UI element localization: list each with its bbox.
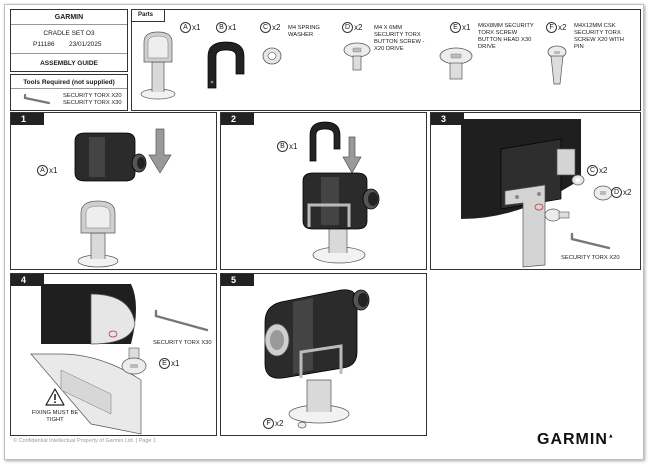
tools-block: Tools Required (not supplied) SECURITY T… — [10, 74, 128, 111]
product-name: CRADLE SET O3 — [43, 30, 95, 37]
allen-key-icon — [23, 93, 51, 105]
part-f-qty: x2 — [558, 23, 567, 32]
step-4-tool-note: SECURITY TORX X30 — [153, 340, 212, 346]
step-4-callout-letter: E — [159, 358, 170, 369]
tools-heading: Tools Required (not supplied) — [23, 79, 115, 86]
step-1-callout-qty: x1 — [49, 166, 58, 175]
allen-key-icon — [154, 309, 209, 332]
step-4-screw-illustration — [121, 347, 147, 375]
step-3-callout-d: D x2 — [611, 187, 631, 198]
part-e-desc: M6X8MM SECURITY TORX SCREW BUTTON HEAD X… — [478, 23, 534, 50]
part-e-button-screw-illustration — [439, 47, 473, 80]
parts-heading: Parts — [138, 12, 154, 18]
step-4-number: 4 — [11, 274, 44, 286]
step-3-washer-illustration — [571, 174, 585, 186]
step-3-callout-d-qty: x2 — [623, 188, 632, 197]
step-1-panel: 1 A x1 — [10, 112, 217, 270]
part-b-clamp-illustration — [207, 41, 245, 89]
part-f-callout: F x2 — [546, 22, 566, 33]
step-1-cradle-illustration — [77, 200, 119, 268]
part-b-qty: x1 — [228, 23, 237, 32]
step-3-callout-c: C x2 — [587, 165, 607, 176]
part-e-qty: x1 — [462, 23, 471, 32]
step-3-panel: 3 C x2 D x2 — [430, 112, 641, 270]
allen-key-icon — [570, 232, 611, 250]
part-d-qty: x2 — [354, 23, 363, 32]
doc-type: ASSEMBLY GUIDE — [40, 60, 98, 67]
step-2-callout-qty: x1 — [289, 142, 298, 151]
step-3-callout-d-letter: D — [611, 187, 622, 198]
step-4-panel: 4 E x1 SECURITY TORX X30 FIXING MUST BE … — [10, 273, 217, 436]
parts-block: Parts A x1 B x1 C x2 — [131, 9, 641, 111]
part-d-button-screw-illustration — [343, 42, 371, 71]
step-3-number: 3 — [431, 113, 464, 125]
part-number: P11186 — [33, 41, 55, 48]
step-4-warning-text: FIXING MUST BE TIGHT — [31, 410, 79, 423]
step-1-callout: A x1 — [37, 165, 57, 176]
part-a-cradle-illustration — [140, 31, 176, 100]
step-5-callout-letter: F — [263, 418, 274, 429]
part-f-desc: M4X12MM CSK SECURITY TORX SCREW X20 WITH… — [574, 23, 624, 50]
part-f-csk-screw-illustration — [547, 45, 567, 85]
step-2-callout-letter: B — [277, 141, 288, 152]
step-4-callout-qty: x1 — [171, 359, 180, 368]
title-block: GARMIN CRADLE SET O3 P11186 23/01/2025 A… — [10, 9, 128, 72]
part-a-letter: A — [180, 22, 191, 33]
part-b-callout: B x1 — [216, 22, 236, 33]
part-b-letter: B — [216, 22, 227, 33]
step-3-mount-illustration — [461, 119, 581, 268]
step-2-assembly-illustration — [302, 172, 380, 264]
doc-date: 23/01/2025 — [69, 41, 102, 48]
step-4-detail-illustration — [30, 284, 142, 435]
tool-item-1: SECURITY TORX X20 — [63, 93, 122, 99]
step-5-final-assembly-illustration — [264, 289, 370, 424]
warning-icon — [45, 388, 65, 406]
step-5-callout: F x2 — [263, 418, 283, 429]
brand-name: GARMIN — [54, 14, 84, 21]
step-1-callout-letter: A — [37, 165, 48, 176]
assembly-sheet: GARMIN CRADLE SET O3 P11186 23/01/2025 A… — [4, 4, 644, 460]
step-4-callout: E x1 — [159, 358, 179, 369]
step-5-screw-illustration — [297, 421, 307, 429]
step-2-clamp-illustration — [309, 121, 341, 162]
step-2-panel: 2 B x1 — [220, 112, 427, 270]
step-3-tool-note: SECURITY TORX X20 — [561, 255, 620, 261]
part-a-callout: A x1 — [180, 22, 200, 33]
part-c-washer-illustration — [262, 47, 282, 65]
step-1-camera-illustration — [74, 132, 147, 182]
part-a-qty: x1 — [192, 23, 201, 32]
step-3-screw-illustration-2 — [593, 185, 613, 201]
step-3-callout-c-qty: x2 — [599, 166, 608, 175]
part-e-callout: E x1 — [450, 22, 470, 33]
part-d-letter: D — [342, 22, 353, 33]
part-c-qty: x2 — [272, 23, 281, 32]
step-5-callout-qty: x2 — [275, 419, 284, 428]
step-1-number: 1 — [11, 113, 44, 125]
part-c-letter: C — [260, 22, 271, 33]
tool-item-2: SECURITY TORX X30 — [63, 100, 122, 106]
step-5-panel: 5 F x2 — [220, 273, 427, 436]
down-arrow-icon — [342, 136, 362, 174]
step-5-number: 5 — [221, 274, 254, 286]
part-d-callout: D x2 — [342, 22, 362, 33]
step-2-number: 2 — [221, 113, 254, 125]
garmin-logo-text: GARMIN — [537, 431, 608, 448]
part-f-letter: F — [546, 22, 557, 33]
step-3-callout-c-letter: C — [587, 165, 598, 176]
part-e-letter: E — [450, 22, 461, 33]
part-c-callout: C x2 — [260, 22, 280, 33]
step-3-screw-illustration — [544, 208, 570, 222]
footer-confidential: © Confidential Intellectual Property of … — [13, 438, 157, 444]
step-2-callout: B x1 — [277, 141, 297, 152]
part-c-desc: M4 SPRING WASHER — [288, 25, 320, 38]
garmin-logo: GARMIN▲ — [537, 431, 615, 449]
logo-triangle-icon: ▲ — [607, 433, 615, 440]
part-d-desc: M4 X 6MM SECURITY TORX BUTTON SCREW - X2… — [374, 25, 425, 52]
down-arrow-icon — [148, 128, 172, 174]
